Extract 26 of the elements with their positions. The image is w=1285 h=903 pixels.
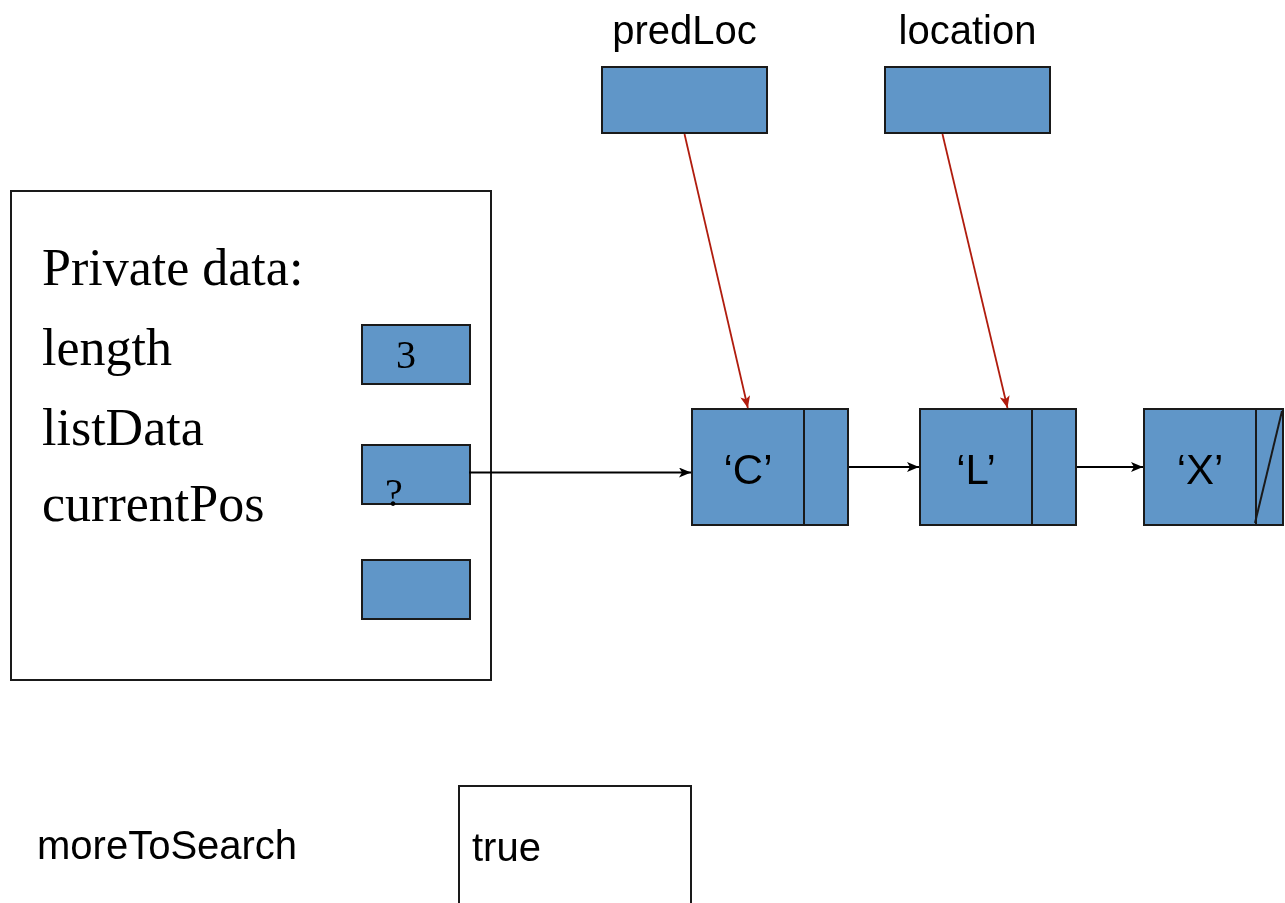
boolean-value: true: [472, 824, 541, 871]
node-value: ‘X’: [1175, 446, 1225, 494]
field-name: length: [42, 318, 172, 378]
field-name: currentPos: [42, 474, 265, 534]
value-field: [361, 444, 471, 505]
list-node: [1143, 408, 1284, 526]
variable-name: predLoc: [612, 7, 757, 54]
arrow: [468, 467, 692, 478]
node-value: ‘L’: [955, 446, 997, 494]
variable-name: moreToSearch: [37, 822, 298, 869]
list-node: [691, 408, 849, 526]
value-field: [361, 324, 471, 385]
arrow: [1076, 462, 1144, 472]
arrow: [848, 462, 920, 472]
field-name: listData: [42, 398, 204, 458]
private-data-panel: [10, 190, 492, 681]
list-node: [919, 408, 1077, 526]
field-value: ?: [385, 470, 403, 515]
panel-heading: Private data:: [42, 238, 304, 298]
node-value: ‘C’: [722, 446, 774, 494]
value-field: [361, 559, 471, 620]
arrow: [683, 133, 751, 409]
value-box: [458, 785, 692, 903]
arrow: [941, 133, 1010, 409]
field-value: 3: [396, 332, 416, 377]
variable-name: location: [898, 7, 1037, 54]
